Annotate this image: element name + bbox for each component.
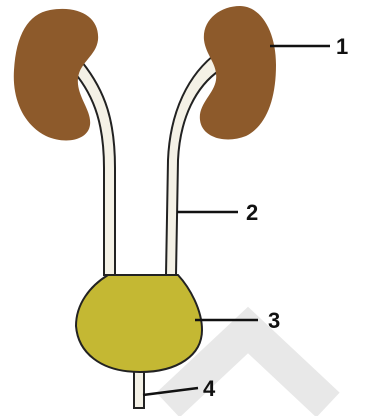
label-urethra: 4	[203, 376, 216, 401]
label-ureter: 2	[246, 200, 258, 225]
bladder	[76, 275, 202, 372]
label-kidney: 1	[336, 34, 348, 59]
right-ureter	[166, 52, 220, 275]
label-bladder: 3	[268, 308, 280, 333]
